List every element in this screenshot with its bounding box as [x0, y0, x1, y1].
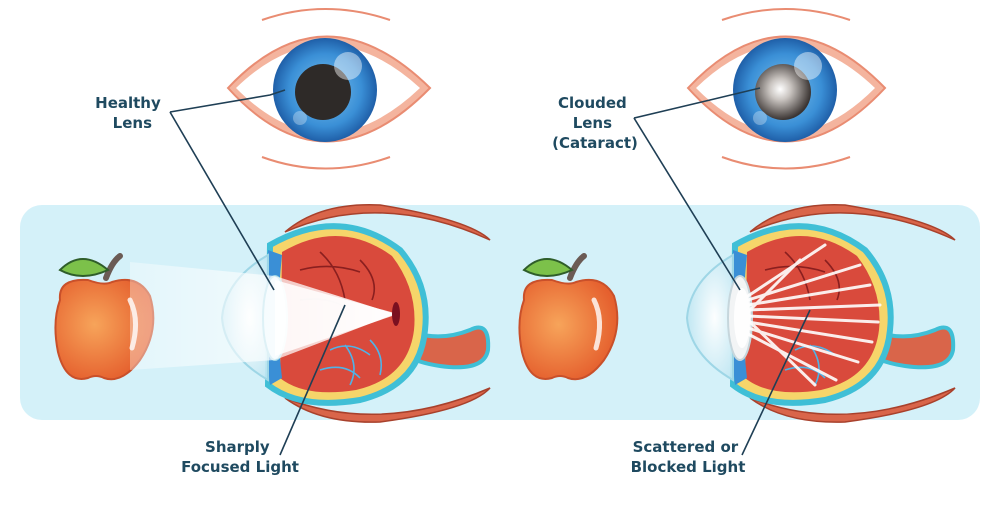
apple-left: [54, 253, 155, 381]
healthy-eye-cross-section: [130, 203, 491, 423]
label-clouded-lens: Clouded Lens (Cataract): [552, 94, 638, 152]
apple-right: [518, 253, 619, 381]
label-scattered-light: Scattered or Blocked Light: [631, 438, 746, 476]
label-healthy-lens: Healthy Lens: [95, 94, 166, 132]
healthy-eye-front: [226, 8, 432, 170]
leader-lines: [169, 87, 811, 456]
cataract-eye-front: [686, 8, 887, 170]
cataract-eye-cross-section: [685, 203, 956, 423]
label-focused-light: Sharply Focused Light: [181, 438, 299, 476]
